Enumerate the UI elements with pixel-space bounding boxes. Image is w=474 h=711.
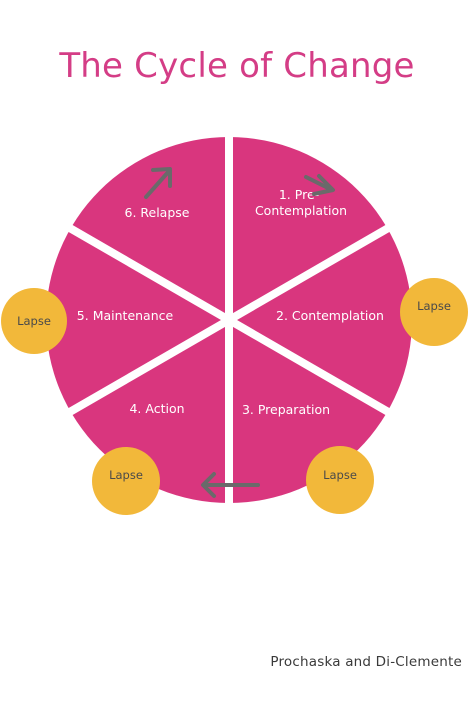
divider-diagonal-b <box>65 223 393 417</box>
stage-label-contemplation: 2. Contemplation <box>276 308 384 323</box>
wheel-dividers <box>65 130 393 510</box>
lapse-circles: Lapse Lapse Lapse Lapse <box>1 278 468 515</box>
lapse-label-bottom-right: Lapse <box>323 468 357 482</box>
arrow-left-icon <box>201 472 260 498</box>
lapse-circle-left: Lapse <box>1 288 67 354</box>
lapse-label-bottom-left: Lapse <box>109 468 143 482</box>
lapse-label-left: Lapse <box>17 314 51 328</box>
source-caption: Prochaska and Di-Clemente <box>270 654 462 670</box>
stage-label-relapse: 6. Relapse <box>125 205 190 220</box>
direction-arrows <box>144 167 335 498</box>
stage-label-preparation: 3. Preparation <box>242 402 330 417</box>
lapse-circle-right: Lapse <box>400 278 468 346</box>
arrow-up-right-icon <box>144 167 172 199</box>
arrow-right-icon <box>304 174 335 196</box>
stage-label-precontemplation: 1. Pre- Contemplation <box>255 187 347 218</box>
diagram-title: The Cycle of Change <box>59 46 415 86</box>
lapse-circle-bottom-left: Lapse <box>92 447 160 515</box>
lapse-circle-bottom-right: Lapse <box>306 446 374 514</box>
stage-labels: 1. Pre- Contemplation 2. Contemplation 3… <box>77 187 384 417</box>
stage-label-maintenance: 5. Maintenance <box>77 308 174 323</box>
lapse-label-right: Lapse <box>417 299 451 313</box>
stage-label-action: 4. Action <box>129 401 184 416</box>
